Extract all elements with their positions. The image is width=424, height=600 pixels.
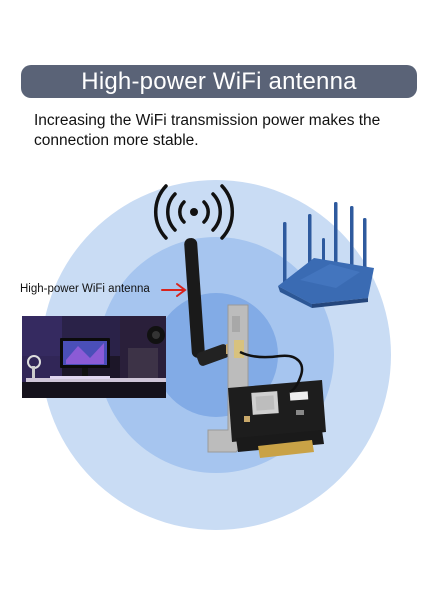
header-banner: High-power WiFi antenna bbox=[21, 65, 417, 98]
banner-title: High-power WiFi antenna bbox=[81, 68, 357, 95]
pcie-card-illustration bbox=[207, 304, 326, 458]
antenna-callout-label: High-power WiFi antenna bbox=[20, 283, 150, 295]
description-text: Increasing the WiFi transmission power m… bbox=[34, 112, 381, 149]
desk-setup-photo bbox=[22, 316, 166, 398]
router-illustration bbox=[278, 202, 374, 308]
wifi-signal-icon bbox=[153, 184, 235, 240]
arrow-icon bbox=[161, 283, 187, 297]
